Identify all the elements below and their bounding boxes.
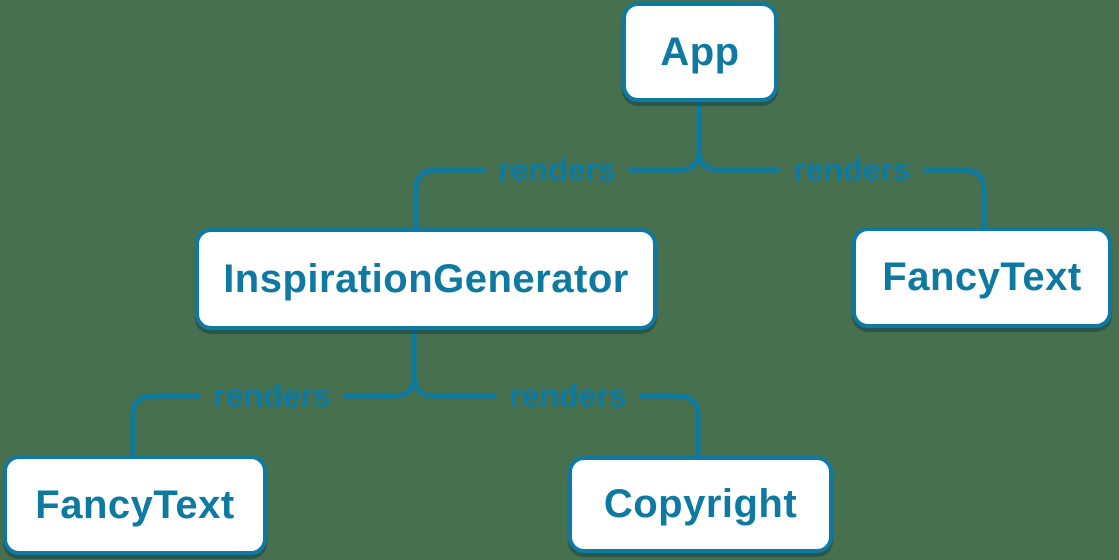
node-fancy-text-left: FancyText [3,455,267,555]
node-inspiration-generator: InspirationGenerator [195,228,657,330]
node-app: App [622,2,778,102]
edge-label-renders: renders [485,151,629,189]
node-label: FancyText [35,482,235,527]
edge-label-renders: renders [200,377,344,415]
node-fancy-text-right: FancyText [852,227,1112,328]
edge-label-renders: renders [496,377,640,415]
node-label: FancyText [882,255,1082,299]
node-label: InspirationGenerator [223,256,629,301]
edge-label-renders: renders [780,151,924,189]
node-label: App [660,29,740,74]
node-label: Copyright [603,482,798,526]
node-copyright: Copyright [568,456,833,553]
